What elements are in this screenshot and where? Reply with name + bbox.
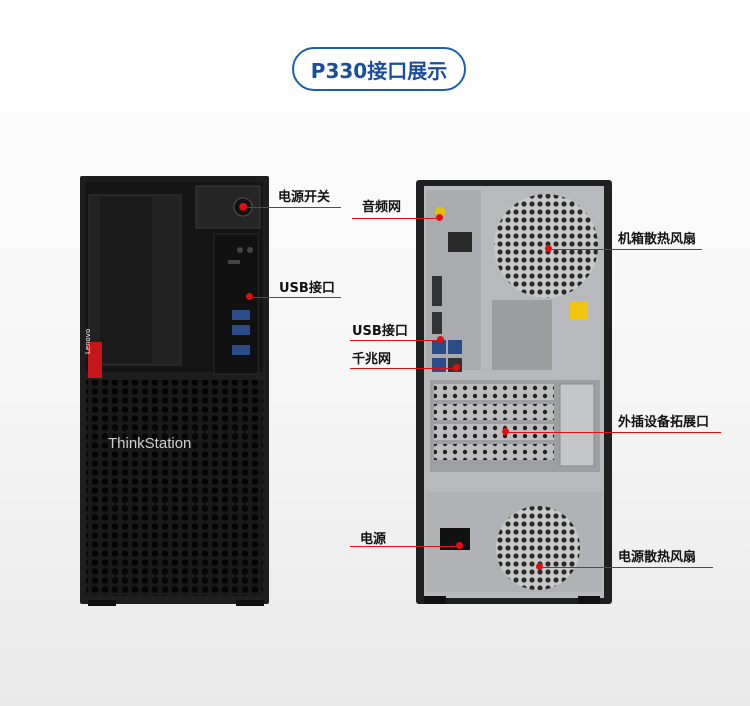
psu-fan-label: 电源散热风扇 <box>618 550 697 565</box>
expansion-leader <box>509 432 721 433</box>
audio-leader <box>352 218 438 219</box>
audio-label: 音频网 <box>362 200 402 215</box>
case-fan-leader <box>552 249 702 250</box>
power-switch-leader <box>247 207 275 208</box>
psu-fan-leader <box>543 567 713 568</box>
rear-usb-marker <box>437 336 444 343</box>
audio-marker <box>436 214 443 221</box>
case-fan-marker <box>545 245 552 252</box>
front-brand-text: ThinkStation <box>108 435 192 452</box>
power-switch-underline <box>275 207 341 208</box>
power-switch-marker <box>240 203 247 210</box>
rear-usb-leader <box>350 340 440 341</box>
case-fan-label: 机箱散热风扇 <box>618 232 697 247</box>
ethernet-label: 千兆网 <box>352 352 392 367</box>
power-leader <box>350 546 458 547</box>
power-label: 电源 <box>360 532 387 547</box>
front-usb-underline <box>277 297 341 298</box>
rear-usb-label: USB接口 <box>352 324 408 339</box>
ethernet-marker <box>453 364 460 371</box>
expansion-label: 外插设备拓展口 <box>618 415 710 430</box>
power-marker <box>456 542 463 549</box>
page-title-text: P330接口展示 <box>310 58 448 83</box>
page-title: P330接口展示 <box>292 47 466 91</box>
front-logo-text: Lenovo <box>84 328 92 354</box>
ethernet-leader <box>350 368 454 369</box>
power-switch-label: 电源开关 <box>278 190 331 205</box>
front-usb-label: USB接口 <box>279 281 335 296</box>
front-usb-leader <box>253 297 277 298</box>
front-usb-marker <box>246 293 253 300</box>
expansion-marker <box>502 428 509 435</box>
psu-fan-marker <box>536 563 543 570</box>
